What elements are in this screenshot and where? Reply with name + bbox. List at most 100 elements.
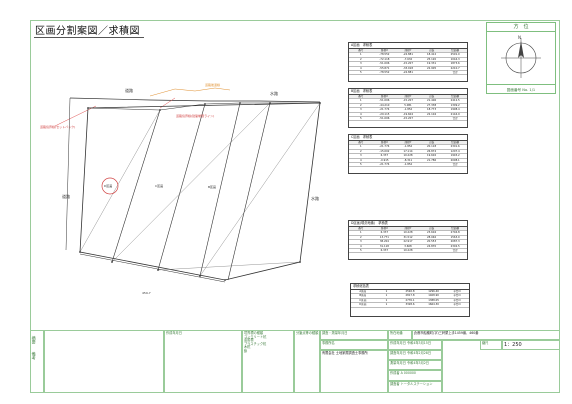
division-line-4	[227, 102, 271, 281]
page-title: 区画分割案図／求積図	[35, 26, 140, 37]
lot-bottom-line	[79, 253, 226, 283]
north-arrow-icon: N	[501, 35, 541, 78]
legend-head-2: 分筆点等の種類	[296, 331, 319, 335]
division-line-3	[199, 102, 241, 277]
lot-outline	[79, 102, 321, 281]
diagonal-1	[111, 102, 271, 263]
calc-table-title: B区画 求積表	[349, 89, 467, 95]
note-head: 作成年月日	[166, 331, 182, 335]
scale-head: 縮尺	[482, 341, 489, 345]
road-boundary-left	[65, 97, 71, 251]
legend-cell-2: 分筆点等の種類	[294, 330, 320, 393]
north-label: N	[518, 35, 521, 40]
road-label-top-right: 水路	[270, 91, 278, 96]
side-label-summary: 摘要	[31, 336, 37, 344]
calc-table-title: A区画 求積表	[349, 43, 467, 49]
legend-item: 木杭	[244, 345, 251, 350]
side-label-cell: 摘要 備考	[30, 330, 44, 393]
survey-head-cell: 調査・測量年月日	[320, 330, 388, 340]
summary-title: 求積総括表	[351, 284, 469, 290]
legend-item: コンクリート杭	[244, 334, 267, 339]
bottom-plot-label: 459-7	[142, 291, 151, 295]
road-boundary-top	[69, 97, 321, 103]
date-row: 測量年月日 令和4年3月2日	[388, 360, 442, 370]
orange-note: 道路後退線	[205, 83, 221, 87]
scale-value: 1：250	[504, 342, 522, 348]
legend-cell: 境界標の種類 コンクリート杭 金属標 プラスチック杭 木杭 鋲	[242, 330, 294, 393]
note-area: 作成年月日	[164, 330, 242, 393]
red-boundary-line-1	[54, 105, 97, 127]
scale-cell: 1：250	[502, 340, 560, 350]
staff-row: 調査者 トータルステーション	[388, 381, 442, 393]
lot-b-label: B区画	[208, 185, 217, 189]
legend-item: プラスチック杭	[244, 341, 267, 346]
date-row: 作成年月日 令和4年3月15日	[388, 340, 442, 350]
calc-table-title: C区画 求積表	[349, 135, 467, 141]
lot-c-label: C区画	[155, 184, 164, 188]
division-line-2	[157, 103, 206, 271]
staff-row: 作成者 A 000000	[388, 370, 442, 381]
road-label-left: 道路	[62, 194, 70, 199]
location-head-cell: 所在地番	[388, 330, 412, 340]
scale-head-cell: 縮尺	[480, 340, 502, 350]
compass-heading: 方 位	[486, 22, 556, 32]
location-cell: 倉敷市船穂町(字)三軒屋上手1459番、460番	[412, 330, 560, 340]
calc-table-title: D区画(現況地番) 求積表	[349, 221, 467, 227]
division-line-1	[111, 109, 161, 263]
company-cell: 事務所名	[320, 340, 388, 350]
road-label-top: 道路	[125, 88, 133, 93]
survey-head: 調査・測量年月日	[322, 331, 348, 335]
setback-line	[149, 87, 231, 97]
road-label-right: 水路	[311, 196, 319, 201]
lot-d-label: D区画	[104, 184, 113, 188]
diagonal-3	[199, 102, 321, 277]
red-note-1: 道路境界線(セットバック)	[40, 125, 76, 129]
title-underline	[34, 37, 144, 38]
red-note-2: 道路境界線(建築制限ライン)	[176, 114, 215, 118]
location-head: 所在地番	[390, 331, 403, 335]
drawing-number: 図面番号 No. 1/1	[486, 84, 556, 94]
location-text: 倉敷市船穂町(字)三軒屋上手1459番、460番	[414, 331, 479, 335]
company-head: 事務所名	[322, 341, 335, 345]
remarks-area	[44, 330, 164, 393]
lot-d-marker	[101, 177, 119, 195]
diagonal-4	[79, 109, 161, 253]
legend-item: 鋲	[244, 348, 248, 353]
side-label-remarks: 備考	[31, 352, 37, 360]
date-row: 調査年月日 令和4年2月28日	[388, 350, 442, 360]
legend-head: 境界標の種類	[244, 331, 264, 335]
